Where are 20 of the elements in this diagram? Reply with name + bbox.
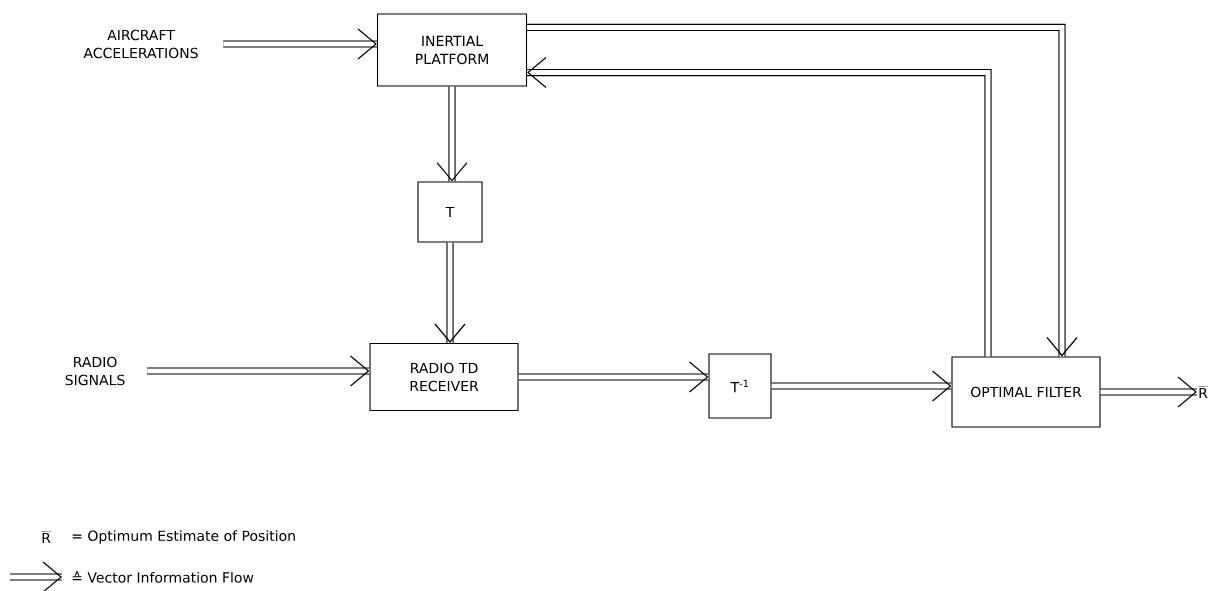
vector-arrow — [527, 56, 992, 357]
process-box: OPTIMAL FILTER — [951, 356, 1101, 428]
vector-arrow — [1100, 376, 1197, 408]
input-label: RADIO SIGNALS — [65, 356, 125, 386]
vector-arrow — [222, 28, 377, 60]
process-box: INERTIAL PLATFORM — [376, 13, 528, 87]
vector-arrow — [518, 361, 709, 393]
output-symbol: $\overline{\mathrm{R}}$ — [1198, 386, 1208, 399]
vector-arrow — [526, 23, 1078, 357]
legend-text: ≙ Vector Information Flow — [72, 571, 254, 583]
vector-arrow — [146, 355, 370, 387]
symbol-label: $\overline{\mathrm{R}}$ — [41, 531, 51, 544]
vector-arrow — [434, 242, 466, 343]
definition-text: = Optimum Estimate of Position — [72, 530, 295, 544]
process-box: T — [417, 181, 483, 243]
input-label: AIRCRAFT ACCELERATIONS — [83, 29, 198, 59]
vector-arrow — [771, 370, 952, 402]
vector-arrow — [436, 86, 468, 182]
process-box: RADIO TD RECEIVER — [369, 342, 519, 412]
process-box: T$^{-1}$ — [708, 353, 772, 419]
